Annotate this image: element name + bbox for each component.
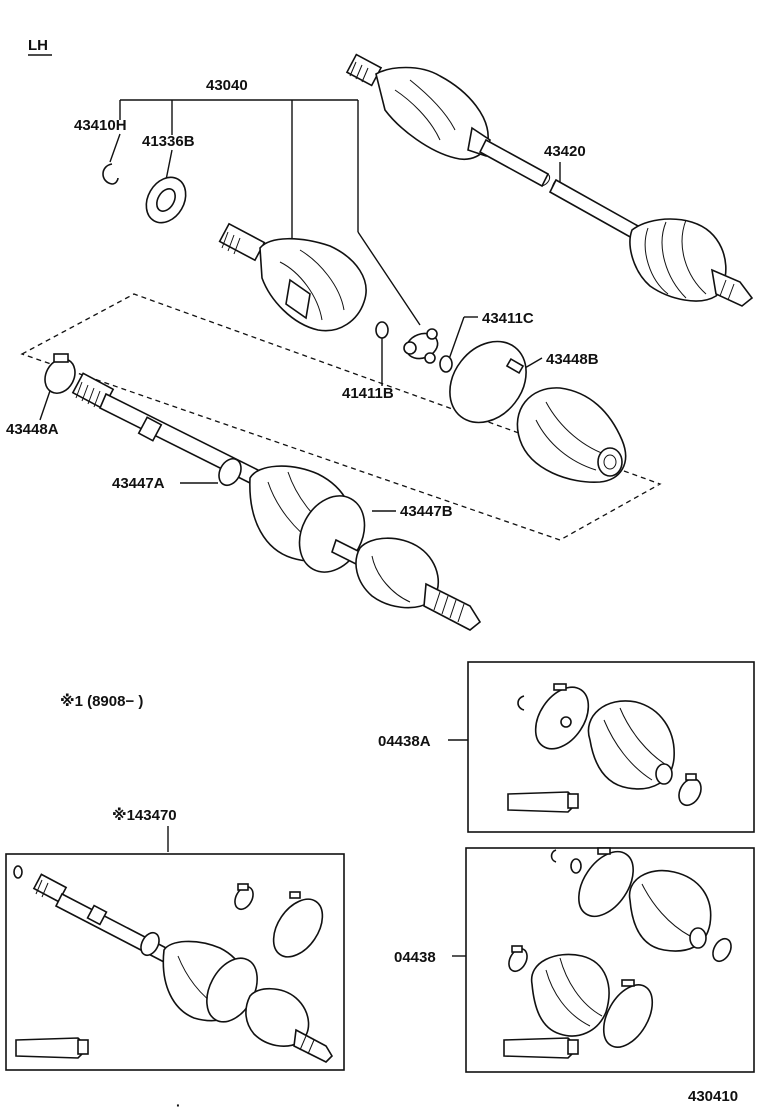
leader-lines [39,99,561,957]
note-label: ※1 (8908− ) [60,692,143,710]
label-43448b: 43448B [546,351,599,368]
label-43420: 43420 [544,143,586,160]
clamp-43448b [449,340,527,424]
boot-kit-region [20,293,662,541]
axle-assembly [71,372,482,631]
kit-04438a-parts [507,683,702,813]
inner-cv-joint-43040 [218,222,367,332]
label-43470: ※143470 [112,806,177,824]
label-04438: 04438 [394,949,436,966]
inner-boot-upper [629,218,754,307]
kit-43470-box [5,853,345,1071]
label-41411b: 41411B [342,385,394,402]
bottom-mark: · [176,1097,181,1112]
seal-41336b [145,176,187,224]
boot-kit-large [516,387,627,483]
outer-cv-joint-upper [345,53,491,160]
label-43447b: 43447B [400,503,453,520]
ring-41411b [375,321,389,339]
label-43040: 43040 [206,77,248,94]
kit-43470-parts [13,865,334,1063]
snap-ring-43410h [102,163,119,185]
kit-04438-parts [503,847,732,1059]
label-43410h: 43410H [74,117,127,134]
clamp-43448a [44,353,76,394]
label-43447a: 43447A [112,475,165,492]
boot-clamp-43447a [218,457,242,487]
figure-number: 430410 [688,1088,738,1105]
snap-ring-43411c [439,355,453,373]
label-43411c: 43411C [482,310,534,327]
label-04438a: 04438A [378,733,431,750]
side-label: LH [28,37,48,54]
label-43448a: 43448A [6,421,59,438]
kit-04438a-box [467,661,755,833]
label-41336b: 41336B [142,133,195,150]
tripod-spider [403,328,439,364]
drive-shaft-43420 [478,138,640,240]
